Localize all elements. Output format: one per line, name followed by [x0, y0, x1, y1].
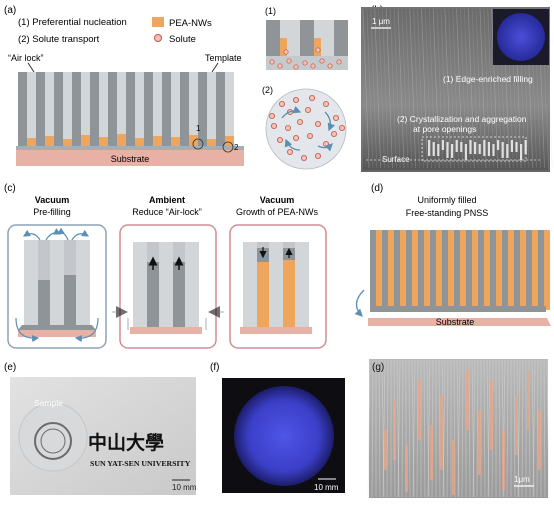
step2-frame [119, 224, 217, 349]
substrate-bar [16, 150, 244, 166]
pnss-array [370, 230, 550, 312]
substrate-label: Substrate [111, 154, 150, 164]
panel-c-label: (c) [4, 183, 16, 194]
ann-crystallization: (2) Crystallization and aggregation [397, 114, 527, 124]
air-lock-label: “Air lock” [8, 53, 44, 63]
panel-e-label: (e) [4, 362, 16, 373]
panel-f: (f) 10 mm [210, 362, 345, 493]
sample-label: Sample [34, 398, 63, 408]
legend-nucleation: (1) Preferential nucleation [18, 17, 127, 28]
step3-frame [229, 224, 327, 349]
chinese-name: 中山大學 [88, 431, 164, 454]
inset-2-arrows [281, 105, 336, 152]
panel-e: (e) Sample 中山大學 SUN YAT-SEN UNIVERSITY 1… [4, 362, 197, 495]
inset-2-solutes [268, 95, 345, 161]
step2-sub: Reduce “Air-lock” [132, 207, 202, 217]
pnss-title-1: Uniformly filled [417, 195, 476, 205]
callout-circle-2 [222, 141, 234, 153]
scale-label-b: 1 μm [372, 17, 390, 26]
panel-g: (g) (g) 1μm [367, 359, 550, 498]
peel-arrow [354, 289, 365, 317]
sysu-seal [34, 422, 72, 460]
scale-label-f: 10 mm [314, 483, 339, 492]
scale-label-g: 1μm [514, 475, 530, 484]
panel-g-label-overlay: (g) [372, 362, 384, 373]
legend-solute-label: Solute [169, 34, 196, 45]
panel-c: (c) Vacuum Pre-filling Ambient Reduce “A… [4, 183, 327, 349]
sem-image-g [369, 359, 548, 498]
sem-g-texture [367, 359, 550, 498]
step1-diagram [15, 227, 99, 343]
template-pointer [211, 62, 219, 73]
panel-d: (d) Uniformly filled Free-standing PNSS … [354, 183, 551, 327]
inset-1-label: (1) [265, 6, 276, 16]
dashed-box-b [421, 136, 527, 162]
university-name: SUN YAT-SEN UNIVERSITY [90, 459, 191, 468]
inset-1-diagram [266, 20, 348, 70]
legend-pea-swatch [152, 17, 164, 27]
ann-pore-openings: at pore openings [413, 124, 476, 134]
legend-solute-dot [154, 34, 162, 42]
step1-sub: Pre-filling [33, 207, 71, 217]
inset-2-label: (2) [262, 85, 273, 95]
panel-d-label: (d) [371, 183, 383, 194]
callout-circle-1 [192, 138, 204, 150]
step1-frame [7, 224, 107, 349]
step3-sub: Growth of PEA-NWs [236, 207, 319, 217]
callout-1-label: 1 [196, 124, 201, 133]
step2-diagram [112, 242, 224, 334]
sem-b-texture [362, 8, 553, 169]
template-label: Template [205, 53, 242, 63]
callout-2-label: 2 [234, 143, 239, 152]
air-lock-pointer [27, 62, 35, 73]
panel-f-label: (f) [210, 362, 219, 373]
panel-a-label: (a) [4, 5, 16, 16]
pl-emission-disc [234, 386, 334, 486]
panel-a: (a) (1) Preferential nucleation (2) Solu… [4, 5, 348, 170]
pnss-substrate-label: Substrate [436, 317, 475, 327]
step1-title: Vacuum [35, 195, 70, 205]
panel-b: (b) 1 μm (1) Edge-enriched filling (2) C… [361, 5, 553, 172]
step3-title: Vacuum [260, 195, 295, 205]
pnss-substrate [368, 318, 551, 326]
surface-label: Surface [382, 155, 410, 164]
legend-transport: (2) Solute transport [18, 34, 100, 45]
template-walls [16, 72, 244, 150]
step2-title: Ambient [149, 195, 185, 205]
pnss-title-2: Free-standing PNSS [406, 208, 489, 218]
ann-edge-filling: (1) Edge-enriched filling [443, 74, 533, 84]
sample-disc [18, 402, 88, 472]
scale-label-e: 10 mm [172, 483, 197, 492]
step3-diagram [240, 242, 312, 334]
legend-pea-label: PEA-NWs [169, 18, 212, 29]
pl-inset-disc [497, 13, 545, 61]
